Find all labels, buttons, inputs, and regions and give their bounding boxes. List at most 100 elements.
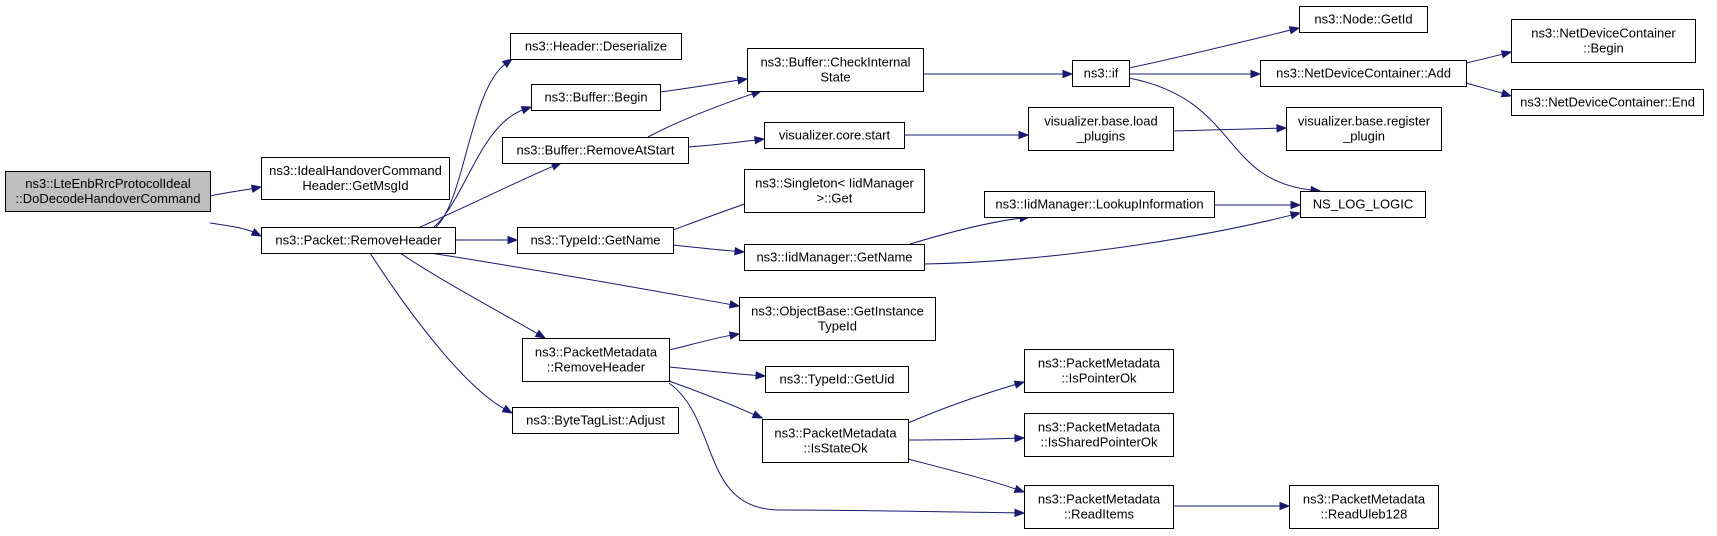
- edge-bufcheck-to-nsif: [923, 69, 1074, 79]
- edge-typename-to-iidname: [672, 244, 746, 256]
- node-ndcend[interactable]: ns3::NetDeviceContainer::End: [1511, 89, 1704, 116]
- edge-iidlookup-to-nslog: [1214, 200, 1302, 210]
- edge-iidname-to-nslog: [923, 211, 1302, 265]
- node-label: NS_LOG_LOGIC: [1313, 197, 1413, 212]
- edge-line: [668, 334, 732, 351]
- edge-line: [1172, 127, 1279, 132]
- node-nodeid[interactable]: ns3::Node::GetId: [1299, 6, 1428, 33]
- node-pmshared[interactable]: ns3::PacketMetadata::IsSharedPointerOk: [1024, 413, 1174, 457]
- node-nsif[interactable]: ns3::if: [1072, 60, 1130, 87]
- edge-line: [909, 217, 1022, 245]
- arrowhead-icon: [1014, 434, 1026, 443]
- node-pmuleb[interactable]: ns3::PacketMetadata::ReadUleb128: [1289, 485, 1439, 529]
- node-box: [765, 366, 909, 393]
- edge-line: [209, 222, 255, 233]
- node-singleton[interactable]: ns3::Singleton< IidManager>::Get: [744, 169, 925, 213]
- node-box: [1024, 349, 1174, 393]
- arrowhead-icon: [534, 329, 547, 339]
- node-root[interactable]: ns3::LteEnbRrcProtocolIdeal::DoDecodeHan…: [5, 171, 211, 212]
- node-visreg[interactable]: visualizer.base.register_plugin: [1286, 107, 1442, 151]
- node-label: ns3::PacketMetadata: [1303, 492, 1426, 507]
- edge-remhdr-to-btl: [369, 252, 514, 414]
- node-label: ns3::TypeId::GetName: [530, 233, 660, 248]
- edge-pmstate-to-pmshared: [907, 434, 1026, 443]
- edge-line: [668, 380, 755, 416]
- node-btl[interactable]: ns3::ByteTagList::Adjust: [512, 407, 679, 434]
- node-label: visualizer.base.register: [1298, 114, 1431, 129]
- node-label: ns3::if: [1084, 66, 1119, 81]
- arrowhead-icon: [507, 235, 519, 245]
- node-remhdr[interactable]: ns3::Packet::RemoveHeader: [261, 227, 456, 254]
- node-label: TypeId: [818, 319, 857, 334]
- edge-viscore-to-visload: [904, 130, 1030, 140]
- node-ndcbegin[interactable]: ns3::NetDeviceContainer::Begin: [1511, 19, 1696, 63]
- arrowhead-icon: [755, 371, 767, 380]
- node-box: [1299, 6, 1428, 33]
- edge-pmrem-to-objbase: [668, 331, 741, 351]
- node-label: _plugin: [1342, 129, 1385, 144]
- edge-bufbegin-to-bufcheck: [659, 76, 749, 93]
- edge-line: [687, 139, 757, 148]
- arrowhead-icon: [1013, 484, 1026, 493]
- node-pmptr[interactable]: ns3::PacketMetadata::IsPointerOk: [1024, 349, 1174, 393]
- node-nslog[interactable]: NS_LOG_LOGIC: [1300, 191, 1426, 218]
- edge-line: [1465, 53, 1504, 64]
- node-pmrem[interactable]: ns3::PacketMetadata::RemoveHeader: [522, 338, 670, 382]
- edge-pmrem-to-pmread: [668, 382, 1026, 518]
- node-pmstate[interactable]: ns3::PacketMetadata::IsStateOk: [762, 419, 909, 463]
- node-typename[interactable]: ns3::TypeId::GetName: [517, 227, 674, 254]
- arrowhead-icon: [1289, 211, 1302, 220]
- node-box: [747, 48, 924, 92]
- node-visload[interactable]: visualizer.base.load_plugins: [1028, 107, 1174, 151]
- arrowhead-icon: [1500, 50, 1513, 59]
- node-hdrdes[interactable]: ns3::Header::Deserialize: [510, 33, 682, 60]
- arrowhead-icon: [1250, 69, 1262, 79]
- node-box: [1028, 107, 1174, 151]
- node-label: State: [820, 70, 850, 85]
- arrowhead-icon: [754, 135, 766, 145]
- arrowhead-icon: [751, 410, 764, 419]
- node-ndcadd[interactable]: ns3::NetDeviceContainer::Add: [1260, 60, 1467, 87]
- edge-line: [399, 252, 539, 335]
- node-label: ns3::Buffer::CheckInternal: [760, 55, 910, 70]
- node-label: ::DoDecodeHandoverCommand: [16, 191, 201, 206]
- node-box: [261, 227, 456, 254]
- node-ideal[interactable]: ns3::IdealHandoverCommandHeader::GetMsgI…: [261, 157, 450, 200]
- node-box: [1260, 60, 1467, 87]
- node-pmread[interactable]: ns3::PacketMetadata::ReadItems: [1024, 485, 1174, 529]
- arrowhead-icon: [728, 331, 741, 340]
- edge-line: [668, 382, 1017, 514]
- edge-ndcadd-to-ndcbegin: [1465, 50, 1513, 64]
- edge-pmread-to-pmuleb: [1173, 501, 1291, 511]
- node-label: visualizer.base.load: [1044, 114, 1157, 129]
- arrowhead-icon: [550, 162, 563, 171]
- edge-line: [419, 165, 554, 228]
- edge-iidname-to-iidlookup: [909, 214, 1031, 245]
- node-box: [1024, 485, 1174, 529]
- edge-remhdr-to-pmrem: [399, 252, 547, 339]
- arrowhead-icon: [734, 246, 746, 256]
- node-box: [522, 338, 670, 382]
- node-bufrem[interactable]: ns3::Buffer::RemoveAtStart: [502, 137, 689, 164]
- edge-pmstate-to-pmptr: [907, 380, 1026, 424]
- edge-nsif-to-ndcadd: [1129, 69, 1262, 79]
- node-box: [1072, 60, 1130, 87]
- arrowhead-icon: [1288, 26, 1301, 35]
- node-label: ns3::PacketMetadata: [1038, 356, 1161, 371]
- node-label: ns3::Packet::RemoveHeader: [275, 233, 442, 248]
- arrowhead-icon: [736, 76, 749, 85]
- node-bufbegin[interactable]: ns3::Buffer::Begin: [531, 84, 661, 111]
- node-viscore[interactable]: visualizer.core.start: [764, 122, 905, 149]
- node-iidname[interactable]: ns3::IidManager::GetName: [744, 244, 925, 271]
- node-label: ns3::IidManager::GetName: [756, 250, 912, 265]
- edge-pmrem-to-getuid: [668, 366, 767, 380]
- edge-remhdr-to-bufbegin: [433, 106, 533, 228]
- node-label: ns3::Buffer::Begin: [544, 90, 647, 105]
- node-box: [744, 169, 925, 213]
- node-box: [1024, 413, 1174, 457]
- node-getuid[interactable]: ns3::TypeId::GetUid: [765, 366, 909, 393]
- node-iidlookup[interactable]: ns3::IidManager::LookupInformation: [984, 191, 1215, 218]
- node-box: [739, 297, 936, 341]
